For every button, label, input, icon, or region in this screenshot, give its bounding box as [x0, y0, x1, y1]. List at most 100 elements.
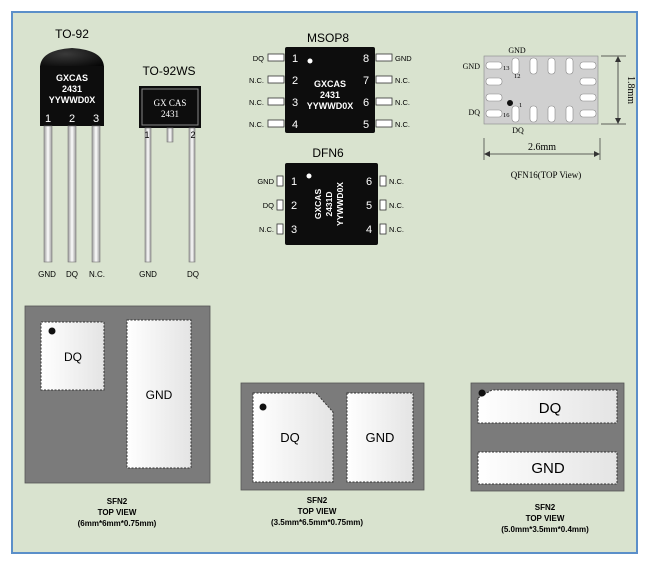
qfn16-pin1-dot	[507, 100, 513, 106]
to92ws-package: TO-92WS GX CAS 2431 1 2 GND DQ	[139, 64, 201, 279]
dfn6-mark-1: GXCAS	[313, 189, 323, 220]
svg-text:N.C.: N.C.	[395, 76, 410, 85]
msop8-right-pin-7: N.C. 7	[363, 75, 410, 87]
svg-text:N.C.: N.C.	[389, 177, 404, 186]
qfn16-pad	[579, 77, 597, 86]
qfn16-pin-13: 13	[503, 65, 510, 72]
to92ws-pin-label-1: GND	[139, 270, 157, 279]
svg-text:5: 5	[366, 200, 372, 212]
qfn16-pad	[579, 109, 597, 118]
svg-text:N.C.: N.C.	[249, 120, 264, 129]
to92ws-mark-1: GX CAS	[154, 98, 187, 108]
msop8-package: MSOP8 GXCAS 2431 YYWWD0X DQ 1 N.C. 2 N.C…	[249, 31, 412, 133]
qfn16-caption: QFN16(TOP View)	[511, 170, 582, 180]
sfn-a-gnd-pad	[126, 319, 192, 469]
qfn16-dim-height: 1.8mm	[625, 76, 636, 104]
dfn6-title: DFN6	[312, 146, 344, 160]
to92-lead-1	[43, 125, 53, 263]
msop8-right-pin-6: N.C. 6	[363, 97, 410, 109]
sfn-b-caption-2: TOP VIEW	[298, 507, 337, 516]
svg-text:DQ: DQ	[263, 201, 274, 210]
qfn16-pad	[511, 105, 520, 123]
svg-text:6: 6	[363, 97, 369, 109]
to92-pin-label-2: DQ	[66, 270, 78, 279]
sfn-c-caption-2: TOP VIEW	[526, 514, 565, 523]
sfn-b-pin1-dot	[259, 403, 267, 411]
to92-pin-label-1: GND	[38, 270, 56, 279]
to92-lead-3	[91, 125, 101, 263]
qfn16-pad	[485, 77, 503, 86]
msop8-right-pin-8: GND 8	[363, 53, 412, 65]
qfn16-body	[483, 55, 599, 125]
sfn-c-dq-pad	[477, 389, 618, 424]
sfn-c-gnd-label: GND	[531, 460, 565, 477]
qfn16-pad	[529, 57, 538, 75]
to92-mark-1: GXCAS	[56, 73, 88, 83]
sfn2-5.0x3.5-package: DQ GND SFN2 TOP VIEW (5.0mm*3.5mm*0.4mm)	[470, 382, 625, 534]
to92-package: TO-92 GXCAS 2431 YYWWD0X 1 2 3 GND DQ N.…	[38, 27, 105, 279]
dfn6-left-pin-3: N.C. 3	[259, 223, 297, 236]
svg-text:4: 4	[366, 224, 372, 236]
to92ws-lead-1	[144, 127, 152, 263]
sfn-b-dq-pad	[252, 392, 334, 483]
to92ws-lead-stub	[166, 127, 174, 143]
sfn-c-caption-3: (5.0mm*3.5mm*0.4mm)	[501, 525, 589, 534]
to92-lead-2	[67, 125, 77, 263]
svg-text:1: 1	[292, 53, 298, 65]
sfn-b-caption-3: (3.5mm*6.5mm*0.75mm)	[271, 518, 363, 527]
to92ws-lead-2	[188, 127, 196, 263]
to92-body-top	[40, 48, 104, 68]
svg-text:N.C.: N.C.	[259, 225, 274, 234]
qfn16-pad	[511, 57, 520, 75]
svg-text:N.C.: N.C.	[249, 76, 264, 85]
svg-text:3: 3	[291, 224, 297, 236]
msop8-right-pin-5: N.C. 5	[363, 119, 410, 131]
svg-text:GND: GND	[395, 54, 412, 63]
msop8-body	[285, 47, 375, 133]
qfn16-label-dq-bottom: DQ	[512, 126, 524, 135]
dfn6-mark-2: 2431D	[324, 191, 334, 216]
msop8-mark-1: GXCAS	[314, 79, 346, 89]
qfn16-pad	[529, 105, 538, 123]
qfn16-pad	[547, 105, 556, 123]
svg-text:N.C.: N.C.	[395, 120, 410, 129]
sfn-a-gnd-label: GND	[146, 388, 173, 402]
qfn16-pad	[565, 105, 574, 123]
dfn6-package: DFN6 GXCAS 2431D YYWWD0X GND 1 DQ 2 N.C.…	[257, 146, 404, 245]
sfn-a-caption-2: TOP VIEW	[98, 508, 137, 517]
sfn-a-pin1-dot	[48, 327, 56, 335]
svg-text:N.C.: N.C.	[249, 98, 264, 107]
qfn16-pad	[485, 93, 503, 102]
to92-pin-num-3: 3	[93, 113, 99, 125]
to92-pin-num-1: 1	[45, 113, 51, 125]
svg-text:8: 8	[363, 53, 369, 65]
qfn16-pad	[565, 57, 574, 75]
dfn6-right-pin-5: N.C. 5	[366, 199, 404, 212]
qfn16-pin-12: 12	[514, 73, 521, 80]
svg-text:N.C.: N.C.	[389, 225, 404, 234]
to92ws-pin-num-1: 1	[144, 130, 149, 140]
msop8-mark-3: YYWWD0X	[307, 101, 354, 111]
qfn16-label-gnd-top: GND	[508, 46, 526, 55]
dfn6-right-pin-6: N.C. 6	[366, 175, 404, 188]
dfn6-mark-3: YYWWD0X	[335, 182, 345, 226]
dfn6-left-pin-1: GND 1	[257, 175, 297, 188]
sfn-b-gnd-pad	[346, 392, 414, 483]
dfn6-body	[285, 163, 378, 245]
to92-mark-2: 2431	[62, 84, 82, 94]
qfn16-pad	[485, 61, 503, 70]
sfn-c-gnd-pad	[477, 451, 618, 485]
sfn2-6x6-package: DQ GND SFN2 TOP VIEW (6mm*6mm*0.75mm)	[24, 305, 211, 528]
sfn-b-dq-label: DQ	[280, 430, 300, 445]
svg-text:3: 3	[292, 97, 298, 109]
qfn16-label-gnd-left: GND	[463, 62, 481, 71]
svg-text:7: 7	[363, 75, 369, 87]
msop8-mark-2: 2431	[320, 90, 340, 100]
sfn-a-caption-1: SFN2	[107, 497, 128, 506]
to92ws-body-bevel	[141, 88, 199, 126]
msop8-left-pin-3: N.C. 3	[249, 97, 298, 109]
dfn6-left-pin-2: DQ 2	[263, 199, 297, 212]
msop8-title: MSOP8	[307, 31, 349, 45]
to92-pin-num-2: 2	[69, 113, 75, 125]
